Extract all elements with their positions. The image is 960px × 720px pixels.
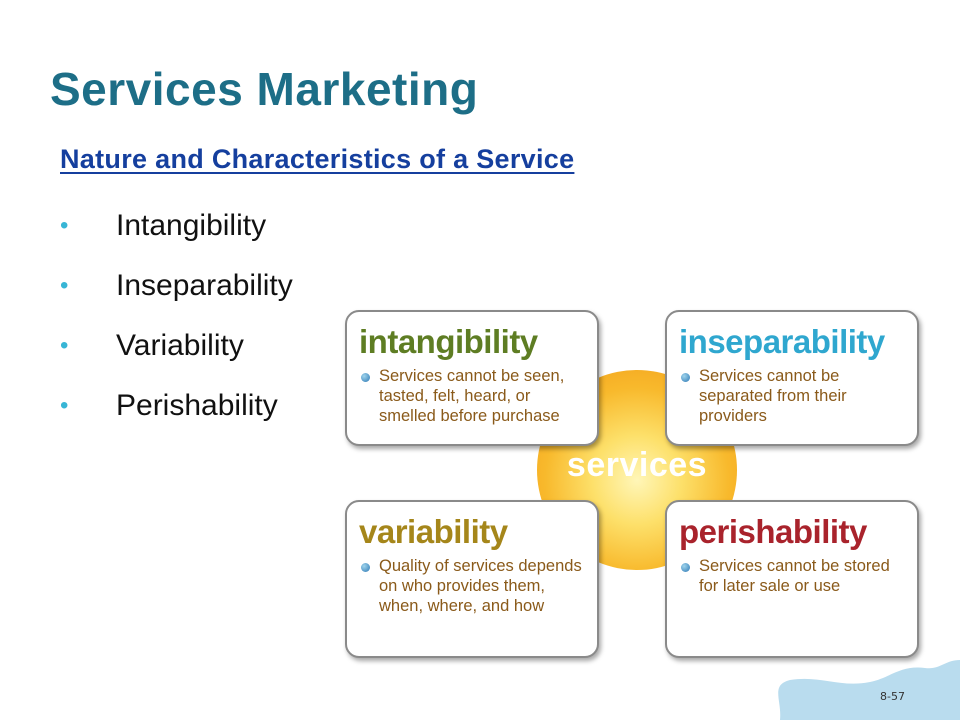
card-heading: perishability [679,513,867,550]
bullet-dot-icon: • [60,392,69,419]
card-heading: inseparability [679,323,885,360]
corner-decoration [778,660,960,720]
card-variability: variability Quality of services depends … [345,500,599,658]
card-text: Quality of services depends on who provi… [379,557,582,615]
bullet-dot-icon: • [60,272,69,299]
card-body: Services cannot be seen, tasted, felt, h… [359,366,585,426]
card-text: Services cannot be separated from their … [699,367,847,425]
services-diagram: services intangibility Services cannot b… [340,305,940,665]
bullet-dot-icon [681,373,690,382]
slide-subtitle: Nature and Characteristics of a Service [60,144,575,174]
slide-title: Services Marketing [50,63,479,115]
card-intangibility: intangibility Services cannot be seen, t… [345,310,599,446]
card-heading: variability [359,513,508,550]
bullet-dot-icon [681,563,690,572]
card-inseparability: inseparability Services cannot be separa… [665,310,919,446]
bullet-text: Intangibility [116,209,267,242]
bullet-dot-icon: • [60,332,69,359]
card-body: Services cannot be separated from their … [679,366,905,426]
bullet-dot-icon: • [60,212,69,239]
page-number: 8-57 [880,690,905,703]
bullet-text: Variability [116,329,244,362]
bullet-text: Perishability [116,389,278,422]
bullet-dot-icon [361,373,370,382]
card-body: Services cannot be stored for later sale… [679,556,905,596]
card-heading: intangibility [359,323,538,360]
services-center-label: services [566,446,708,484]
bullet-dot-icon [361,563,370,572]
card-text: Services cannot be stored for later sale… [699,557,890,595]
card-body: Quality of services depends on who provi… [359,556,585,616]
card-text: Services cannot be seen, tasted, felt, h… [379,367,565,425]
card-perishability: perishability Services cannot be stored … [665,500,919,658]
bullet-text: Inseparability [116,269,293,302]
